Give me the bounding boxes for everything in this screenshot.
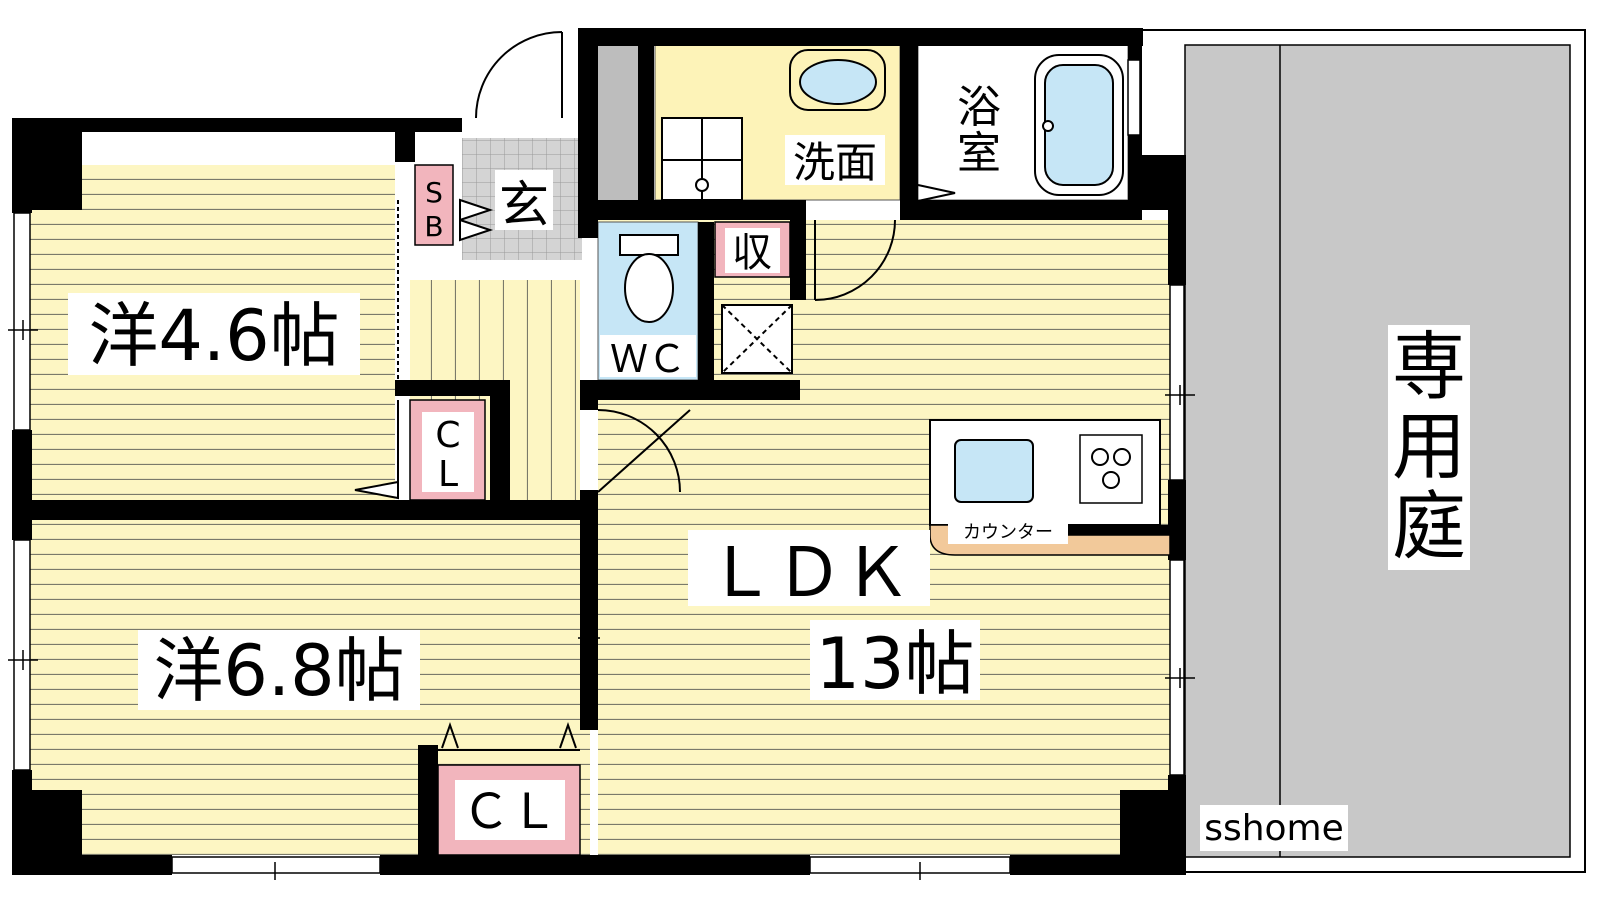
bathroom-label-1: 浴 [957, 82, 1001, 133]
toilet-label: ＷＣ [610, 337, 686, 381]
counter-label: カウンター [963, 522, 1053, 543]
windows [13, 59, 1185, 874]
doors [354, 31, 956, 751]
western-room-1-label: 洋4.6帖 [88, 295, 339, 377]
private-garden-label-2: 用 [1392, 404, 1466, 490]
toilet-bowl [624, 253, 674, 323]
entrance-label: 玄 [499, 176, 549, 234]
closet-small-label-c: C [435, 415, 460, 456]
dimension-ticks [8, 320, 1195, 880]
western-room-2-label: 洋6.8帖 [153, 630, 404, 712]
underfloor-storage [721, 304, 793, 374]
ldk-size-label: 13帖 [815, 623, 974, 705]
closet-hall-gray [598, 45, 638, 200]
washroom-label: 洗面 [793, 138, 877, 187]
private-garden-label-1: 専 [1392, 324, 1466, 410]
private-garden [1139, 29, 1586, 873]
shoe-box-label-b: B [424, 210, 443, 243]
storage-label: 収 [732, 230, 772, 276]
washroom-door [814, 219, 896, 301]
stove [1079, 434, 1143, 504]
entrance-door [475, 31, 563, 119]
shoe-box [414, 164, 454, 246]
closet-small-label-l: L [438, 454, 458, 495]
shoe-box-label-s: S [425, 176, 443, 209]
ldk-label: ＬＤＫ [707, 534, 911, 613]
kitchen-sink [954, 439, 1034, 503]
ldk-door [597, 409, 691, 493]
closet-large-label: ＣＬ [462, 784, 558, 840]
toilet-tank [619, 234, 679, 256]
labels: 洋4.6帖 洋6.8帖 ＬＤＫ 13帖 玄 S B C L ＣＬ 収 ＷＣ 洗面… [68, 80, 1470, 851]
bathroom-label-2: 室 [957, 128, 1001, 179]
watermark: sshome [1204, 808, 1344, 849]
private-garden-label-3: 庭 [1392, 484, 1466, 570]
